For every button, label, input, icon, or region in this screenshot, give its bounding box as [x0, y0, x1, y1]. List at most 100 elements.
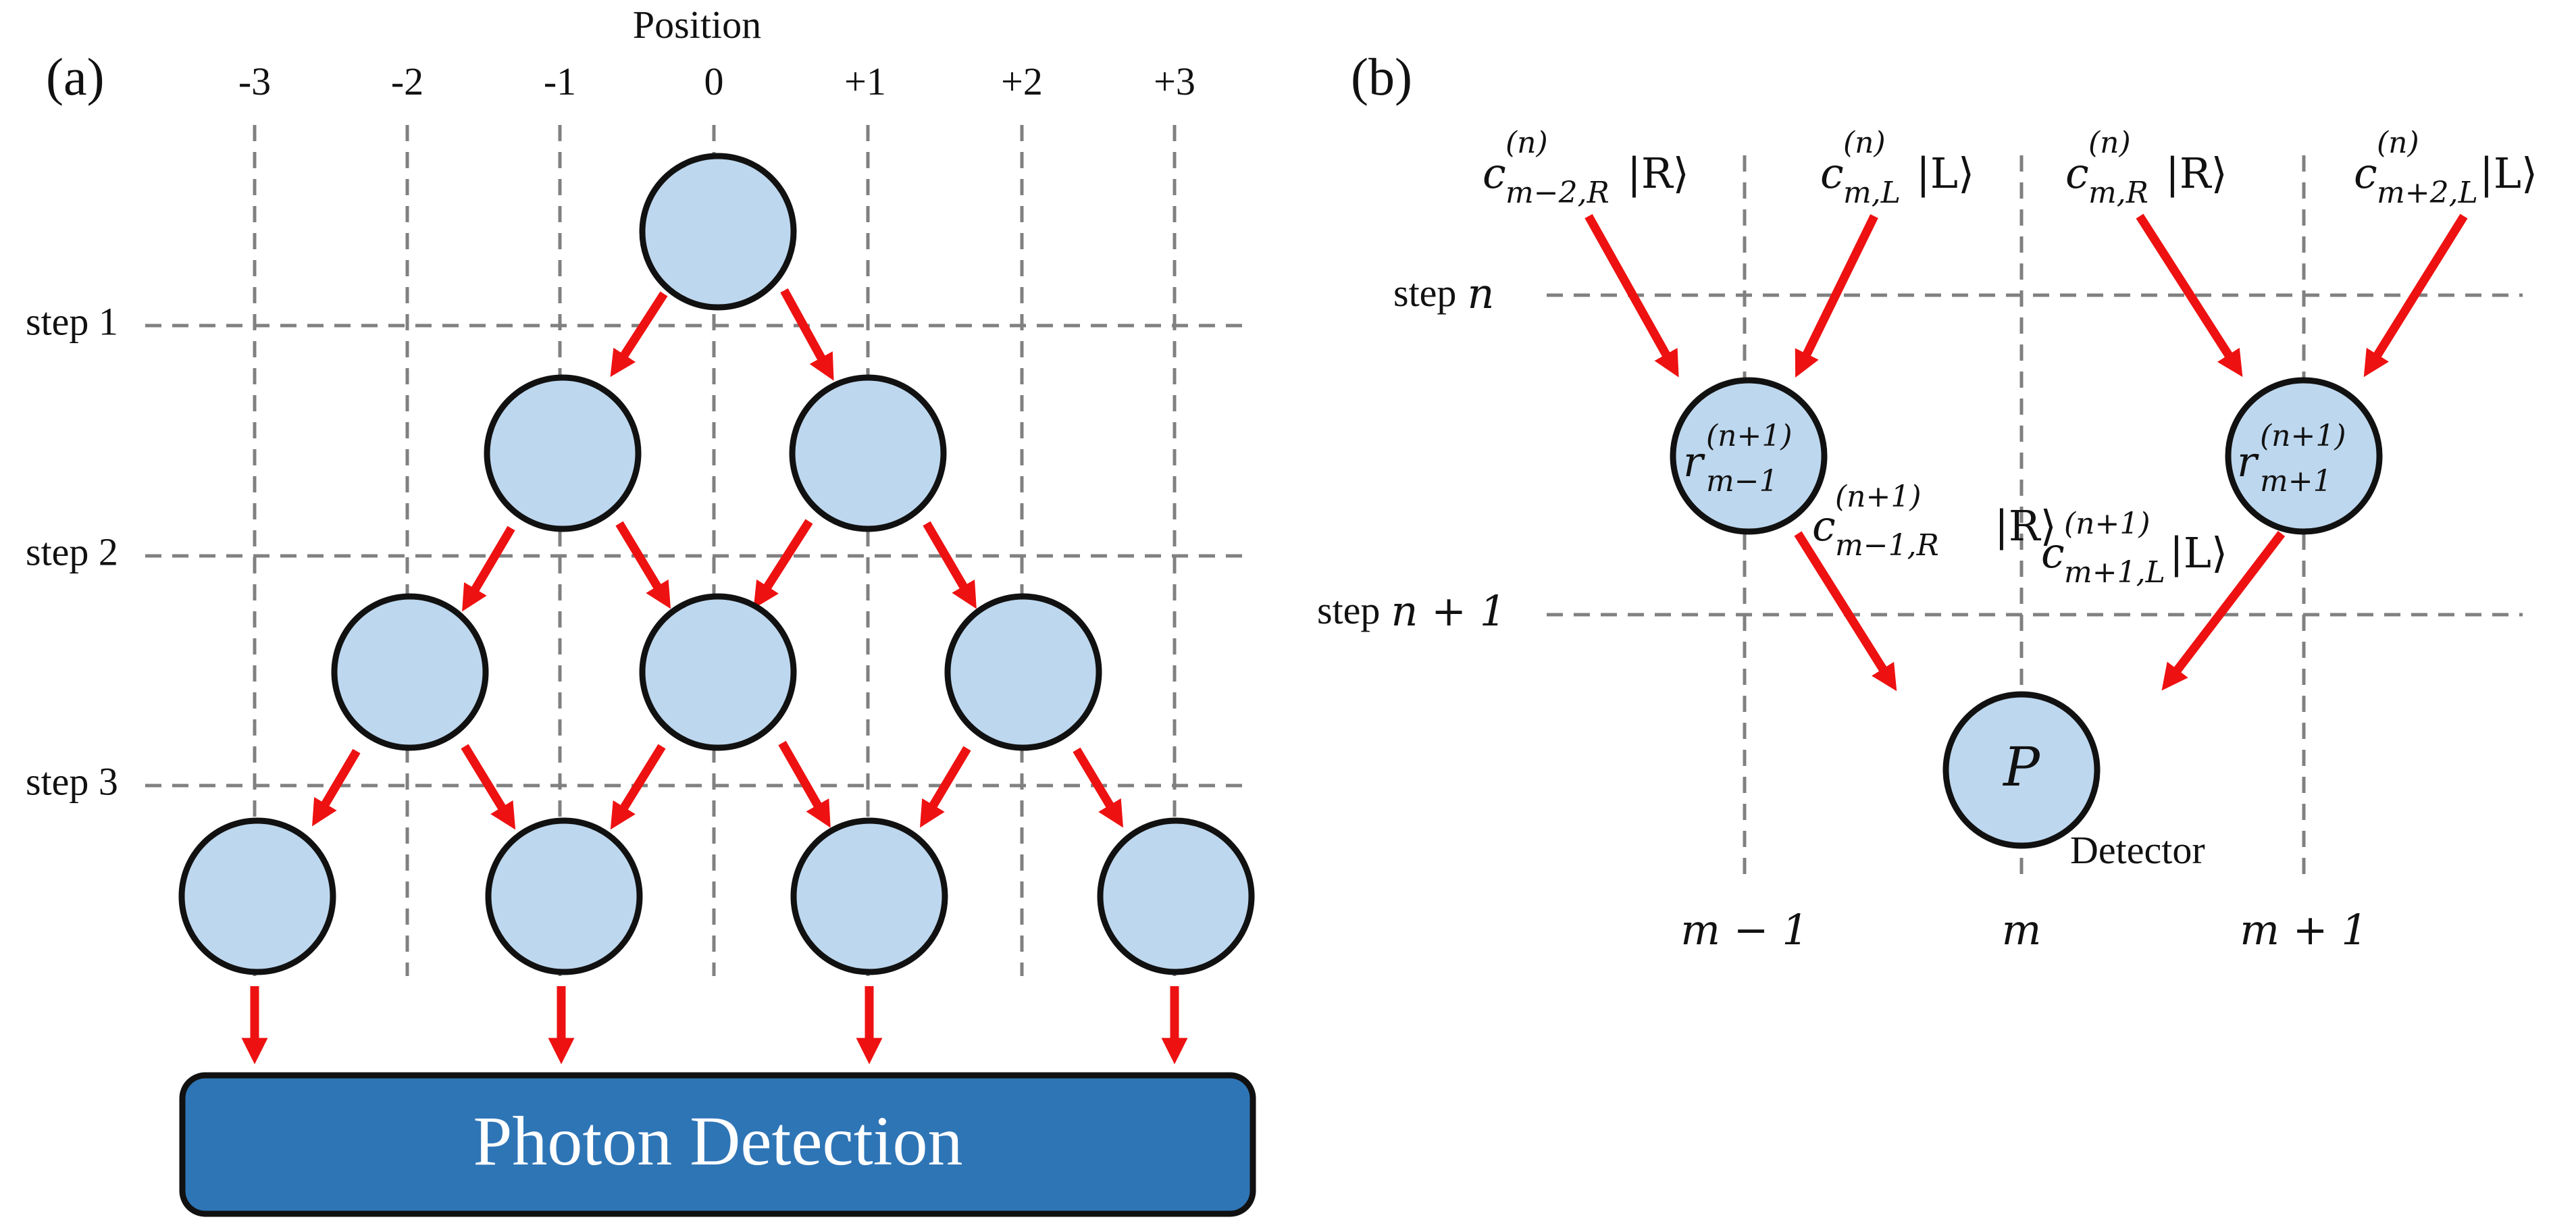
svg-text:(n): (n)	[2377, 126, 2419, 160]
amp-out-left: c (n+1) m−1,R |R⟩	[1812, 480, 2057, 563]
arrow	[1795, 214, 1878, 378]
arrow	[312, 748, 361, 827]
svg-text:r: r	[2237, 437, 2259, 486]
arrow	[610, 744, 666, 830]
detector-symbol: P	[2002, 736, 2040, 798]
step-2-label: step 2	[26, 530, 118, 573]
panel-a-arrows	[241, 288, 1188, 1065]
arrow	[615, 521, 671, 609]
position-tick: -3	[238, 59, 271, 103]
detection-rect	[179, 1072, 1256, 1217]
panel-a-label: (a)	[46, 47, 105, 106]
svg-text:(n+1): (n+1)	[1835, 480, 1922, 514]
arrow	[778, 740, 831, 828]
arrow	[920, 746, 971, 828]
arrow	[610, 291, 668, 378]
beam-splitter-node	[1097, 817, 1255, 975]
photon-detection-label: Photon Detection	[473, 1102, 962, 1180]
svg-text:r: r	[1683, 437, 1705, 486]
step-1-label: step 1	[26, 299, 118, 343]
node-r-m-plus-1	[2225, 377, 2383, 535]
panel-b-label: (b)	[1351, 47, 1412, 106]
svg-text:c: c	[2065, 149, 2089, 198]
column-label-m-minus-1: m − 1	[1680, 905, 1809, 954]
svg-text:m−1,R: m−1,R	[1835, 528, 1939, 563]
svg-text:(n+1): (n+1)	[2064, 507, 2150, 541]
arrow	[780, 288, 834, 381]
step-n1-word: step	[1317, 588, 1380, 632]
detector-node	[1942, 691, 2101, 849]
column-label-m-plus-1: m + 1	[2240, 905, 2368, 954]
panel-b-arrows	[1585, 213, 2468, 692]
incoming-amplitudes: c (n) m−2,R |R⟩ c (n) m,L |L⟩ c (n) m,R …	[1483, 126, 2538, 210]
svg-text:|R⟩: |R⟩	[1994, 501, 2057, 550]
svg-text:c: c	[1483, 149, 1506, 198]
position-tick: +1	[844, 59, 886, 103]
svg-text:(n+1): (n+1)	[1706, 419, 1793, 453]
svg-text:m+2,L: m+2,L	[2377, 176, 2478, 210]
svg-text:(n+1): (n+1)	[2260, 419, 2346, 453]
beam-splitter-node	[789, 374, 947, 532]
svg-text:m,R: m,R	[2088, 176, 2148, 210]
beam-splitter-node	[944, 593, 1102, 751]
beam-splitter-node	[484, 374, 642, 532]
svg-text:m+1,L: m+1,L	[2064, 555, 2165, 590]
amp-in-3: c (n) m,R |R⟩	[2065, 126, 2227, 210]
amp-in-4: c (n) m+2,L |L⟩	[2354, 126, 2538, 210]
amp-in-2: c (n) m,L |L⟩	[1820, 126, 1974, 210]
arrow	[461, 744, 516, 830]
arrow	[2363, 213, 2468, 378]
detector-label: Detector	[2070, 828, 2205, 872]
position-tick: -1	[544, 59, 576, 103]
svg-text:(n): (n)	[2088, 126, 2131, 160]
svg-text:|L⟩: |L⟩	[2169, 528, 2227, 578]
svg-text:c: c	[1820, 149, 1844, 198]
arrow	[1794, 531, 1897, 692]
beam-splitter-node	[790, 817, 948, 975]
position-axis-title: Position	[633, 3, 761, 47]
svg-text:m,L: m,L	[1843, 176, 1901, 210]
node-right-label: r (n+1) m+1	[2237, 419, 2346, 498]
arrow	[2136, 213, 2243, 378]
beam-splitter-node	[178, 817, 336, 975]
svg-text:c: c	[2354, 149, 2377, 198]
node-r-m-minus-1	[1670, 377, 1828, 535]
step-3-label: step 3	[26, 759, 118, 803]
svg-text:(n): (n)	[1843, 126, 1886, 160]
svg-text:|L⟩: |L⟩	[1916, 149, 1974, 198]
arrow	[753, 519, 813, 609]
amp-in-1: c (n) m−2,R |R⟩	[1483, 126, 1689, 210]
node-left-label: r (n+1) m−1	[1683, 419, 1793, 498]
beam-splitter-node	[485, 817, 643, 975]
step-n1-var: n + 1	[1391, 586, 1506, 636]
position-tick: +3	[1154, 59, 1195, 103]
arrow	[1073, 747, 1124, 828]
panel-a-nodes	[178, 153, 1255, 975]
arrow	[1585, 213, 1679, 378]
svg-text:m−1: m−1	[1706, 464, 1778, 498]
svg-text:c: c	[2041, 528, 2065, 578]
position-tick: +2	[1001, 59, 1043, 103]
panel-a: (a) Position -3 -2 -1 0 +1 +2 +3 s	[26, 3, 1256, 1217]
beam-splitter-node	[639, 593, 797, 751]
svg-text:m−2,R: m−2,R	[1505, 176, 1609, 210]
photon-detection-box: Photon Detection	[179, 1072, 1256, 1217]
svg-text:m+1: m+1	[2260, 464, 2332, 498]
svg-text:c: c	[1812, 501, 1836, 550]
column-label-m: m	[2002, 905, 2042, 954]
panel-a-step-lines	[145, 324, 1253, 788]
step-n-var: n	[1467, 269, 1494, 318]
arrow	[2161, 531, 2286, 691]
position-ticks: -3 -2 -1 0 +1 +2 +3	[238, 59, 1195, 103]
position-tick: 0	[704, 59, 724, 103]
arrow	[923, 521, 977, 609]
position-tick: -2	[391, 59, 423, 103]
arrow	[462, 526, 515, 612]
svg-text:|L⟩: |L⟩	[2479, 149, 2538, 198]
beam-splitter-node	[331, 593, 489, 751]
